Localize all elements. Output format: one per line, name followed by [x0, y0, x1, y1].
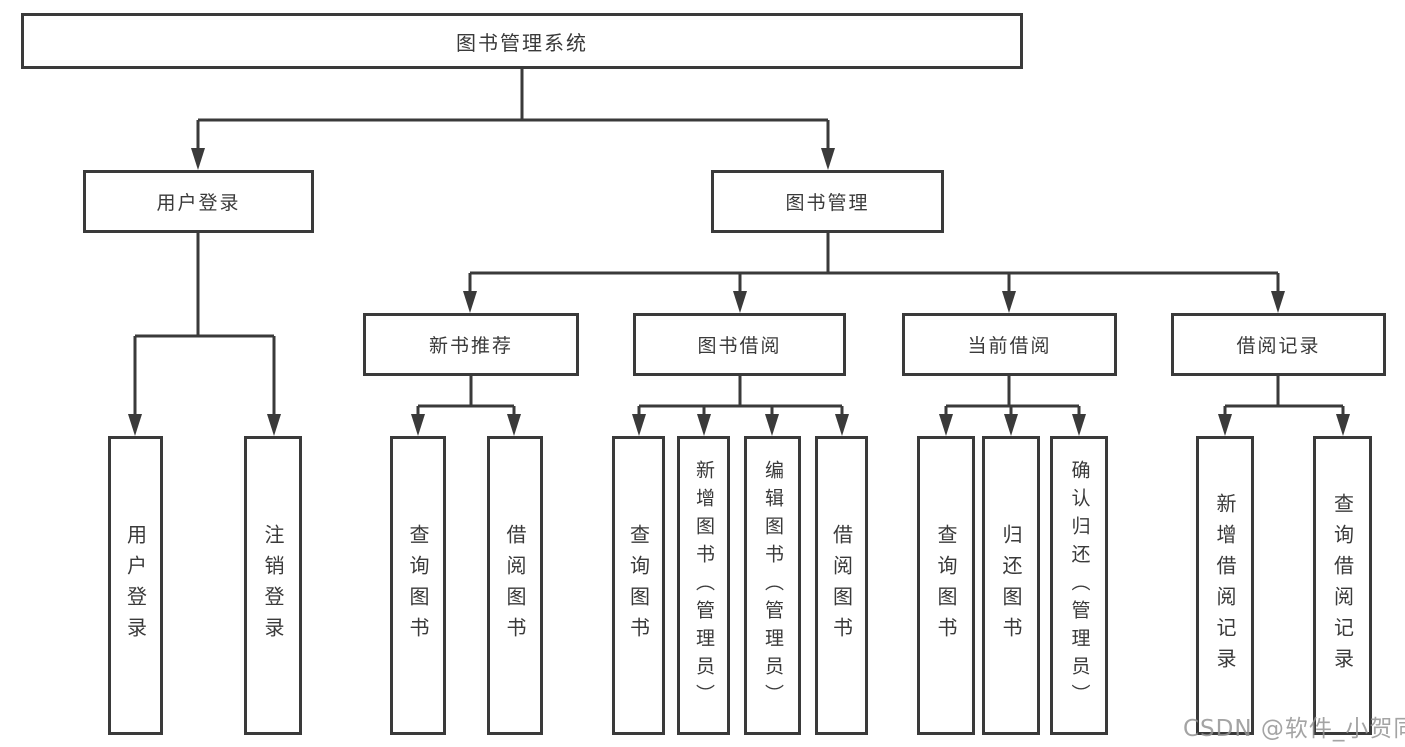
leaf-add-borrow-record: 新增借阅记录 — [1196, 436, 1254, 735]
watermark: CSDN @软件_小贺同学 — [1183, 716, 1405, 742]
leaf-query-books-recommend: 查询图书 — [390, 436, 446, 735]
node-user-login: 用户登录 — [83, 170, 314, 233]
leaf-query-books-borrow: 查询图书 — [612, 436, 665, 735]
node-book-borrow: 图书借阅 — [633, 313, 846, 376]
leaf-query-books-current: 查询图书 — [917, 436, 975, 735]
node-book-management: 图书管理 — [711, 170, 944, 233]
leaf-add-book-admin: 新增图书（管理员） — [677, 436, 730, 735]
leaf-query-borrow-record: 查询借阅记录 — [1313, 436, 1372, 735]
node-library-system: 图书管理系统 — [21, 13, 1023, 69]
leaf-user-login: 用户登录 — [108, 436, 163, 735]
node-new-book-recommend: 新书推荐 — [363, 313, 579, 376]
leaf-borrow-books-borrow: 借阅图书 — [815, 436, 868, 735]
leaf-confirm-return-admin: 确认归还（管理员） — [1050, 436, 1108, 735]
node-borrow-records: 借阅记录 — [1171, 313, 1386, 376]
leaf-edit-book-admin: 编辑图书（管理员） — [744, 436, 801, 735]
leaf-borrow-books-recommend: 借阅图书 — [487, 436, 543, 735]
node-current-borrow: 当前借阅 — [902, 313, 1117, 376]
leaf-return-book: 归还图书 — [982, 436, 1040, 735]
leaf-logout: 注销登录 — [244, 436, 302, 735]
